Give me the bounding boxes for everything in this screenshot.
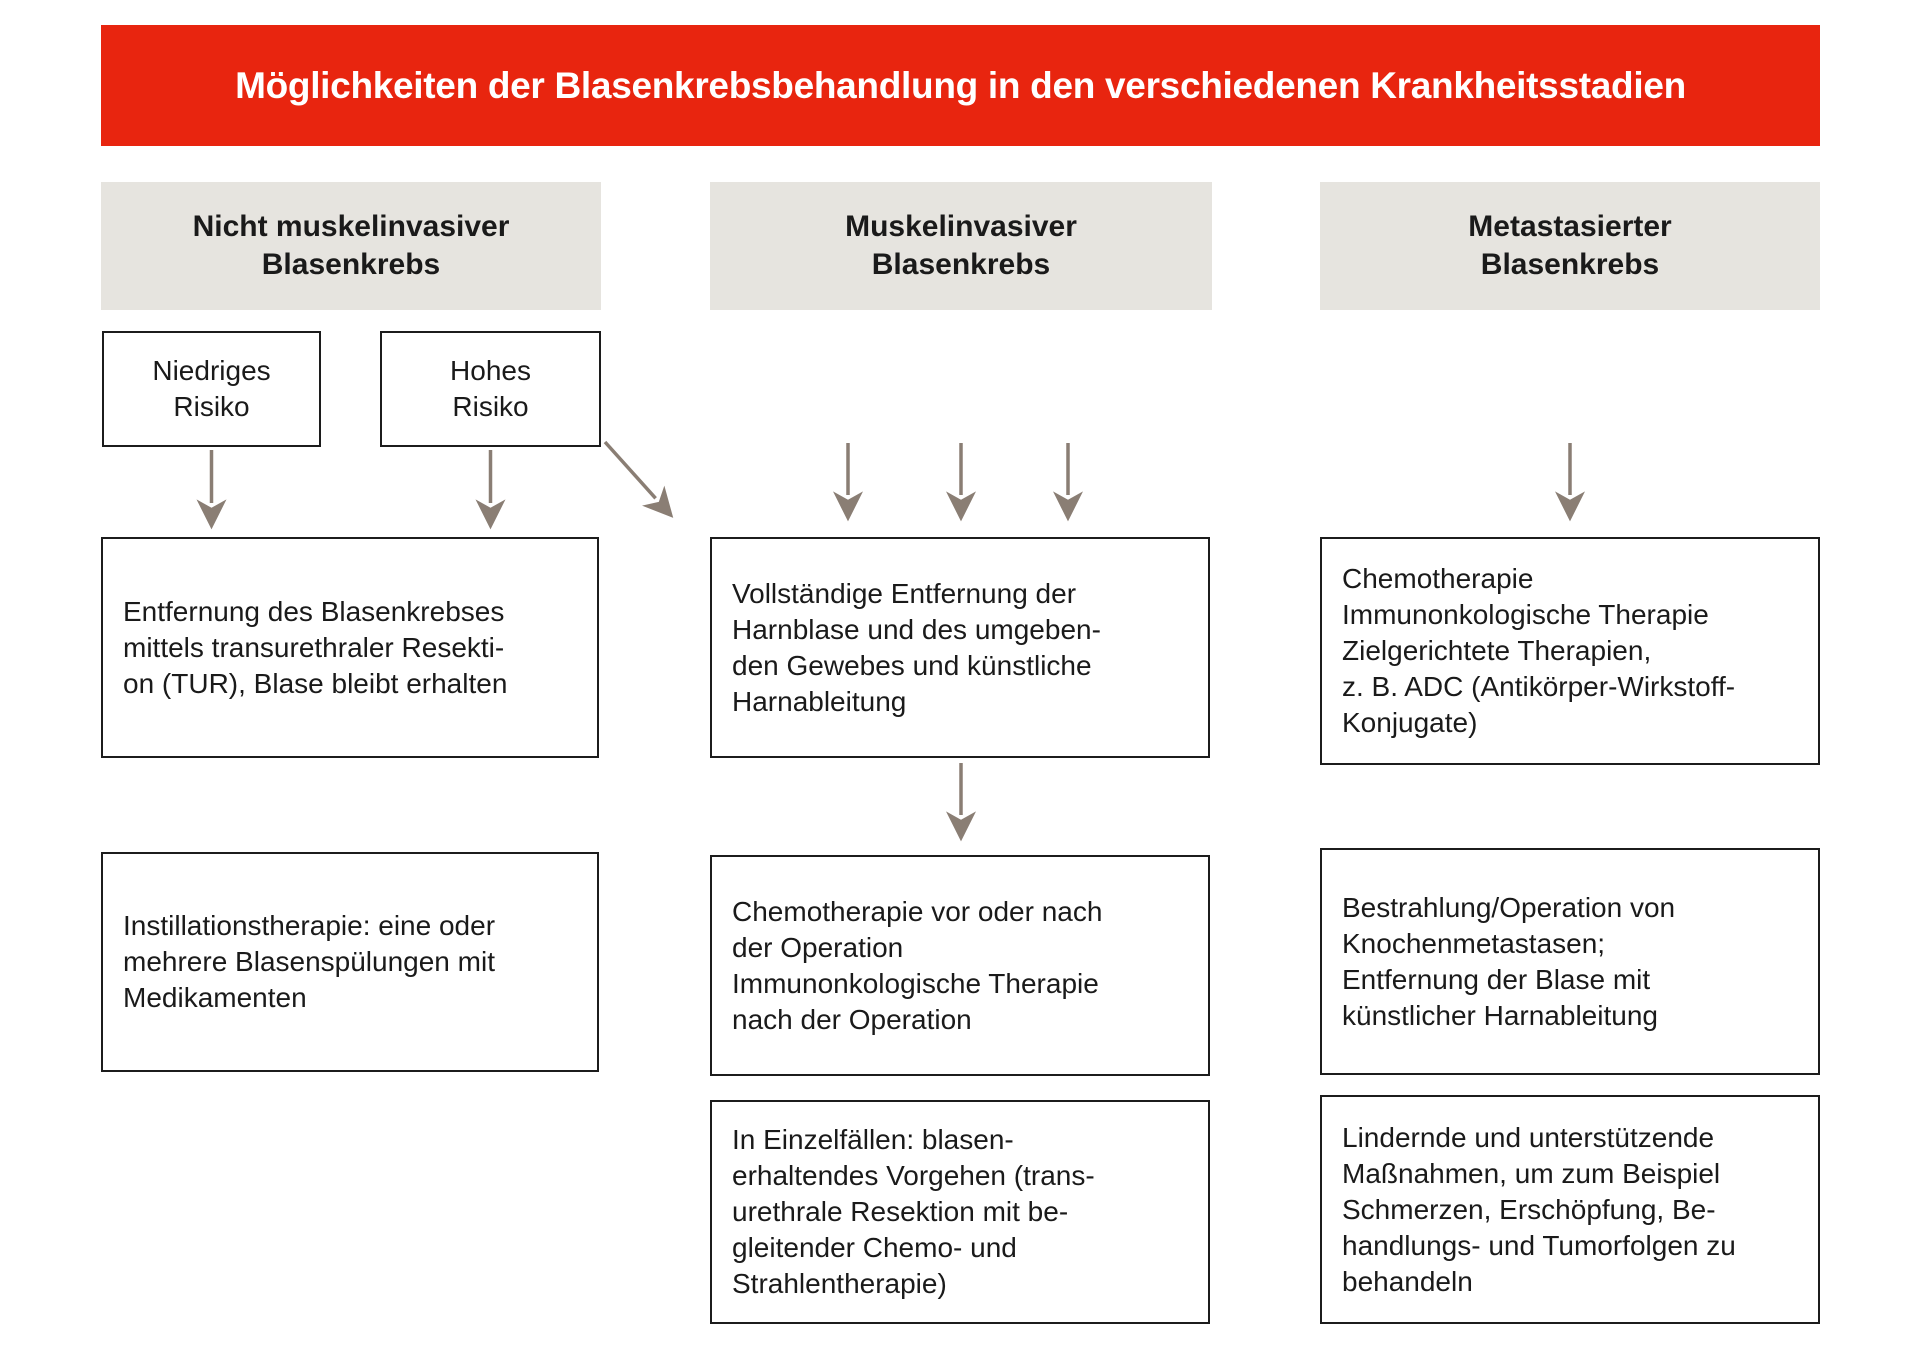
treatment-box-instillation: Instillationstherapie: eine oder mehrere… [101,852,599,1072]
risk-box-low: Niedriges Risiko [102,331,321,447]
treatment-box-perioperative-therapy: Chemotherapie vor oder nach der Operatio… [710,855,1210,1076]
page-title: Möglichkeiten der Blasenkrebsbehandlung … [235,64,1686,106]
treatment-box-systemic-therapy: Chemotherapie Immunonkologische Therapie… [1320,537,1820,765]
treatment-box-bladder-preserving: In Einzelfällen: blasen- erhaltendes Vor… [710,1100,1210,1324]
treatment-box-tur: Entfernung des Blasenkrebses mittels tra… [101,537,599,758]
arrow-high-risk-diagonal [603,440,674,518]
column-header-muscle-invasive: Muskelinvasiver Blasenkrebs [710,182,1212,310]
column-header-metastatic: Metastasierter Blasenkrebs [1320,182,1820,310]
risk-box-high: Hohes Risiko [380,331,601,447]
treatment-box-palliative-care: Lindernde und unterstützende Maßnahmen, … [1320,1095,1820,1324]
column-header-non-muscle-invasive: Nicht muskelinvasiver Blasenkrebs [101,182,601,310]
title-banner: Möglichkeiten der Blasenkrebsbehandlung … [101,25,1820,146]
treatment-box-cystectomy: Vollständige Entfernung der Harnblase un… [710,537,1210,758]
treatment-box-metastasis-surgery: Bestrahlung/Operation von Knochenmetasta… [1320,848,1820,1075]
